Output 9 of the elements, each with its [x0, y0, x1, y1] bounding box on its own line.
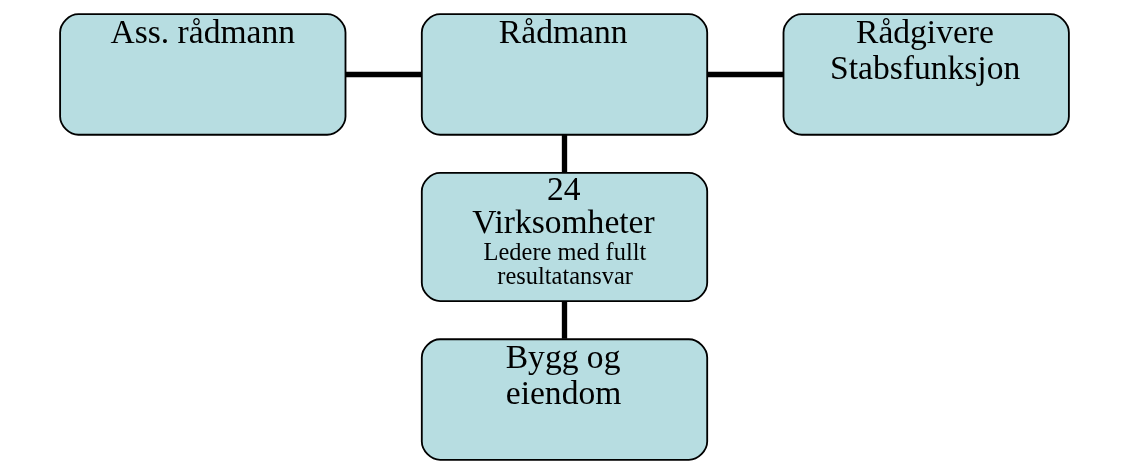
connector — [561, 301, 567, 339]
connector — [706, 71, 783, 78]
node-box: Ass. rådmann — [58, 13, 346, 136]
node-box: Rådmann — [420, 13, 708, 136]
connector — [345, 71, 422, 78]
node-box: Rådgivere Stabsfunksjon — [782, 13, 1070, 136]
node-box: Bygg og eiendom — [420, 338, 708, 461]
node-box: 24 Virksomheter Ledere med fullt resultatansvar — [420, 172, 708, 302]
connector — [561, 134, 567, 173]
